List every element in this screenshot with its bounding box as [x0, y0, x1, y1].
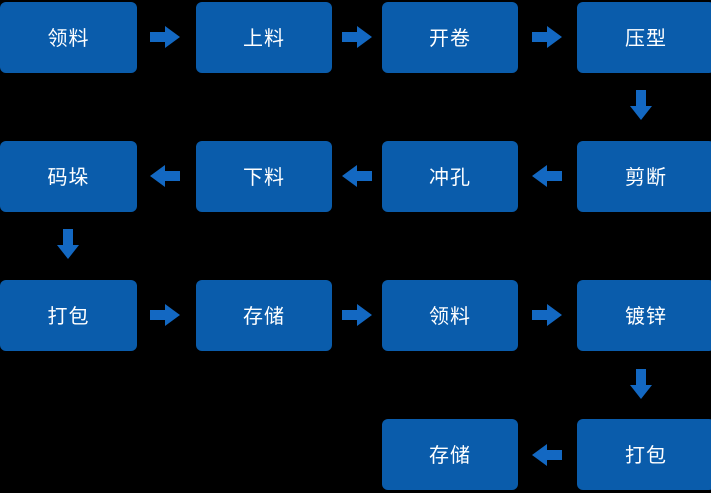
- arrow-right-icon: [150, 26, 180, 48]
- process-node-cunchu-1[interactable]: 存储: [196, 280, 332, 351]
- arrow-right-icon: [150, 304, 180, 326]
- process-node-dabao-1[interactable]: 打包: [0, 280, 137, 351]
- arrow-left-icon: [532, 165, 562, 187]
- process-node-xialiao[interactable]: 下料: [196, 141, 332, 212]
- arrow-down-icon: [57, 229, 79, 259]
- node-label: 冲孔: [429, 164, 471, 189]
- process-node-cunchu-2[interactable]: 存储: [382, 419, 518, 490]
- node-label: 存储: [243, 303, 285, 328]
- process-node-lingliao-1[interactable]: 领料: [0, 2, 137, 73]
- arrow-left-icon: [150, 165, 180, 187]
- node-label: 领料: [429, 303, 471, 328]
- node-label: 剪断: [625, 164, 667, 189]
- arrow-right-icon: [342, 26, 372, 48]
- arrow-left-icon: [342, 165, 372, 187]
- process-node-yaxing[interactable]: 压型: [577, 2, 711, 73]
- node-label: 镀锌: [625, 303, 667, 328]
- arrow-down-icon: [630, 90, 652, 120]
- node-label: 领料: [47, 25, 90, 50]
- process-node-lingliao-2[interactable]: 领料: [382, 280, 518, 351]
- node-label: 打包: [625, 442, 667, 467]
- node-label: 下料: [243, 164, 285, 189]
- node-label: 压型: [625, 25, 667, 50]
- arrow-right-icon: [342, 304, 372, 326]
- process-node-dabao-2[interactable]: 打包: [577, 419, 711, 490]
- process-node-maduo[interactable]: 码垛: [0, 141, 137, 212]
- arrow-right-icon: [532, 304, 562, 326]
- process-node-duxin[interactable]: 镀锌: [577, 280, 711, 351]
- process-node-shangliao[interactable]: 上料: [196, 2, 332, 73]
- node-label: 上料: [243, 25, 285, 50]
- node-label: 开卷: [429, 25, 471, 50]
- process-node-jianduan[interactable]: 剪断: [577, 141, 711, 212]
- node-label: 打包: [47, 303, 90, 328]
- arrow-right-icon: [532, 26, 562, 48]
- node-label: 码垛: [47, 164, 90, 189]
- process-node-chongkong[interactable]: 冲孔: [382, 141, 518, 212]
- arrow-left-icon: [532, 444, 562, 466]
- process-node-kaijuan[interactable]: 开卷: [382, 2, 518, 73]
- arrow-down-icon: [630, 369, 652, 399]
- node-label: 存储: [429, 442, 471, 467]
